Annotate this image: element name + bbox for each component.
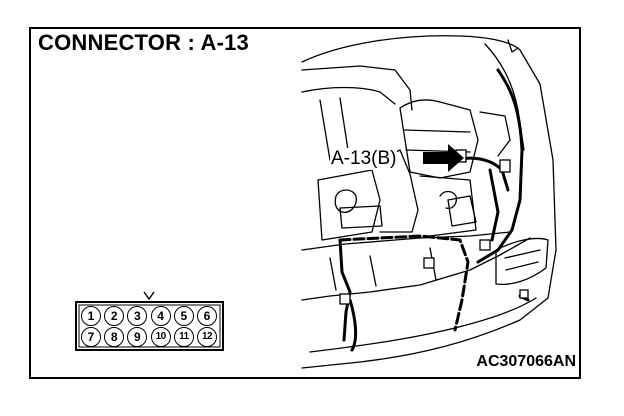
- figure-id: AC307066AN: [476, 353, 576, 370]
- connector-pin-2: 2: [104, 306, 125, 326]
- connector-title: CONNECTOR : A-13: [38, 30, 249, 55]
- connector-pin-10: 10: [150, 327, 171, 347]
- connector-pin-1: 1: [81, 306, 101, 326]
- connector-pin-11: 11: [173, 327, 194, 347]
- connector-pin-5: 5: [173, 306, 194, 326]
- connector-pin-8: 8: [104, 327, 125, 347]
- connector-pin-12: 12: [197, 327, 217, 347]
- callout-arrow-icon: [423, 144, 464, 172]
- connector-pin-3: 3: [127, 306, 148, 326]
- connector-key-icon: [143, 291, 155, 301]
- connector-pin-4: 4: [150, 306, 171, 326]
- connector-pin-6: 6: [197, 306, 217, 326]
- connector-pin-7: 7: [81, 327, 101, 347]
- connector-callout-label: A-13(B): [330, 148, 398, 170]
- connector-pin-9: 9: [127, 327, 148, 347]
